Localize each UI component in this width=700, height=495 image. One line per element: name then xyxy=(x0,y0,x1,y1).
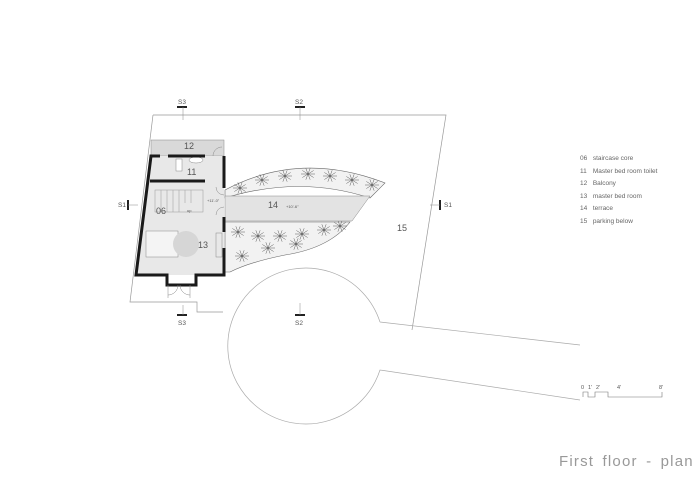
section-s1-right: S1 xyxy=(444,202,452,209)
scale-tick-4: 4' xyxy=(617,385,621,391)
shrub-icon xyxy=(295,228,309,240)
legend-item: 14 terrace xyxy=(580,203,657,216)
scale-bar xyxy=(582,391,663,398)
section-s2-bottom: S2 xyxy=(295,320,303,327)
level-interior: +11'-0" xyxy=(207,198,220,203)
stair-up-label: up xyxy=(187,208,192,213)
driveway-circle xyxy=(227,267,581,425)
stair-treads xyxy=(154,189,204,213)
legend-label: staircase core xyxy=(592,155,634,162)
drawing-title: First floor - plan xyxy=(559,453,694,470)
shrub-icon xyxy=(273,230,287,242)
wc-icon xyxy=(175,158,183,172)
legend-num: 11 xyxy=(580,167,587,175)
shrub-icon xyxy=(251,230,265,242)
scale-tick-0: 0 xyxy=(581,385,584,391)
site-boundary xyxy=(153,114,447,331)
section-markers xyxy=(127,106,441,316)
shrub-icon xyxy=(231,226,245,238)
section-s2-top: S2 xyxy=(295,99,303,106)
site-boundary-left xyxy=(129,114,223,313)
room-13-label: 13 xyxy=(198,240,208,250)
room-06-label: 06 xyxy=(156,206,166,216)
legend-num: 06 xyxy=(580,155,588,162)
scale-tick-1: 1' xyxy=(588,385,592,391)
shrub-icon xyxy=(235,250,249,262)
shrub-icon xyxy=(233,182,247,194)
legend-item: 15 parking below xyxy=(580,216,657,229)
planter-upper xyxy=(224,167,386,199)
legend: 06 staircase core 11 Master bed room toi… xyxy=(580,153,657,229)
legend-label: Master bed room toilet xyxy=(592,167,658,175)
shrub-icon xyxy=(261,242,275,254)
legend-item: 06 staircase core xyxy=(580,153,657,166)
shrub-icon xyxy=(255,174,269,186)
shrub-icon xyxy=(317,224,331,236)
legend-label: Balcony xyxy=(592,180,616,188)
legend-num: 12 xyxy=(580,180,588,188)
walls xyxy=(134,154,226,287)
room-14-label: 14 xyxy=(268,200,278,210)
legend-item: 11 Master bed room toilet xyxy=(580,166,657,179)
shrub-icon xyxy=(365,179,379,191)
terrace-floor xyxy=(224,195,371,222)
legend-num: 13 xyxy=(580,192,588,200)
section-s3-top: S3 xyxy=(178,99,186,106)
shrub-icon xyxy=(289,238,303,250)
shrub-icon xyxy=(323,170,337,182)
doors xyxy=(167,146,225,298)
legend-label: master bed room xyxy=(592,192,642,200)
rug-icon xyxy=(173,231,199,257)
legend-item: 13 master bed room xyxy=(580,191,657,204)
room-15-label: 15 xyxy=(397,223,407,233)
legend-label: terrace xyxy=(592,205,614,213)
shrub-icon xyxy=(345,174,359,186)
planter-lower xyxy=(224,221,351,273)
legend-num: 14 xyxy=(580,205,588,213)
wardrobe-icon xyxy=(215,232,223,258)
legend-item: 12 Balcony xyxy=(580,178,657,191)
level-terrace: +10'-6" xyxy=(286,204,299,209)
room-12-label: 12 xyxy=(184,141,194,151)
legend-num: 15 xyxy=(580,217,588,225)
washbasin-icon xyxy=(188,156,204,164)
section-s1-left: S1 xyxy=(118,202,126,209)
shrub-icon xyxy=(278,170,292,182)
shrub-icon xyxy=(301,168,315,180)
scale-tick-8: 8' xyxy=(659,385,663,391)
legend-label: parking below xyxy=(592,217,633,225)
scale-tick-2: 2' xyxy=(596,385,600,391)
section-s3-bottom: S3 xyxy=(178,320,186,327)
room-11-label: 11 xyxy=(187,167,196,177)
